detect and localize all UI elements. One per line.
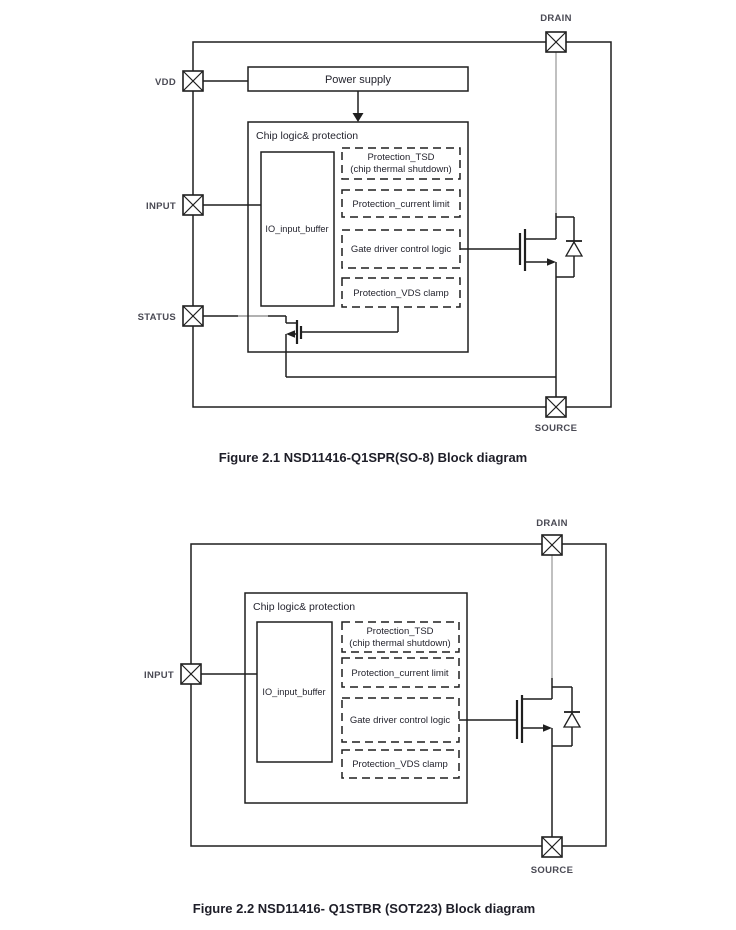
body-diode-symbol [564, 240, 584, 257]
protection-tsd-block [341, 621, 460, 653]
protection-current-limit-block [341, 657, 460, 688]
gate-driver-label: Gate driver control logic [350, 715, 451, 726]
body-diode-symbol [562, 711, 582, 728]
vds-clamp-label: Protection_VDS clamp [352, 759, 448, 770]
current-limit-label: Protection_current limit [352, 199, 450, 210]
protection-current-limit-block [341, 189, 461, 218]
input-terminal [182, 194, 204, 216]
input-label: INPUT [146, 201, 176, 212]
power-supply-block [247, 66, 469, 92]
status-label: STATUS [138, 312, 176, 323]
arrowhead-right-icon [543, 724, 552, 732]
vds-clamp-label: Protection_VDS clamp [353, 288, 449, 299]
figure-2-2-block-diagram: DRAIN INPUT SOURCE Chip logic& protectio… [144, 518, 607, 916]
io-buffer-label: IO_input_buffer [262, 687, 325, 697]
vdd-label: VDD [155, 77, 176, 88]
vdd-terminal [182, 70, 204, 92]
tsd-label-line2: (chip thermal shutdown) [349, 638, 450, 649]
figure-2-1-block-diagram: DRAIN VDD INPUT STATUS SOURCE Power supp… [138, 13, 612, 465]
protection-vds-clamp-block [341, 749, 460, 779]
figure-2-1-caption: Figure 2.1 NSD11416-Q1SPR(SO-8) Block di… [219, 450, 528, 465]
input-terminal [180, 663, 202, 685]
chip-logic-label: Chip logic& protection [253, 601, 355, 613]
tsd-label-line1: Protection_TSD [366, 626, 433, 637]
input-label: INPUT [144, 670, 174, 681]
source-terminal [541, 836, 563, 858]
device-outline-box [190, 543, 607, 847]
io-buffer-label: IO_input_buffer [265, 224, 328, 234]
arrowhead-down-icon [352, 113, 364, 122]
power-mosfet-symbol [515, 695, 524, 743]
gate-driver-block [341, 229, 461, 269]
protection-tsd-block [341, 147, 461, 180]
status-mosfet-symbol [295, 320, 303, 344]
protection-vds-clamp-block [341, 277, 461, 308]
power-supply-label: Power supply [325, 74, 392, 86]
source-terminal [545, 396, 567, 418]
gate-driver-label: Gate driver control logic [351, 244, 452, 255]
status-terminal [182, 305, 204, 327]
tsd-label-line2: (chip thermal shutdown) [350, 164, 451, 175]
io-input-buffer-block [256, 621, 333, 763]
source-label: SOURCE [535, 423, 577, 434]
tsd-label-line1: Protection_TSD [367, 152, 434, 163]
chip-logic-block [247, 121, 469, 353]
drain-terminal [545, 31, 567, 53]
wires [201, 555, 573, 837]
source-label: SOURCE [531, 865, 573, 876]
current-limit-label: Protection_current limit [351, 668, 449, 679]
power-mosfet-symbol [518, 229, 527, 271]
chip-logic-block [244, 592, 468, 804]
chip-logic-label: Chip logic& protection [256, 130, 358, 142]
wires [203, 52, 575, 397]
arrowhead-right-icon [547, 258, 556, 266]
io-input-buffer-block [260, 151, 335, 307]
arrowhead-left-icon [286, 330, 295, 338]
figure-2-2-caption: Figure 2.2 NSD11416- Q1STBR (SOT223) Blo… [193, 901, 535, 916]
gate-driver-block [341, 697, 460, 743]
drain-terminal [541, 534, 563, 556]
device-outline-box [192, 41, 612, 408]
drain-label: DRAIN [536, 518, 568, 529]
drain-label: DRAIN [540, 13, 572, 24]
